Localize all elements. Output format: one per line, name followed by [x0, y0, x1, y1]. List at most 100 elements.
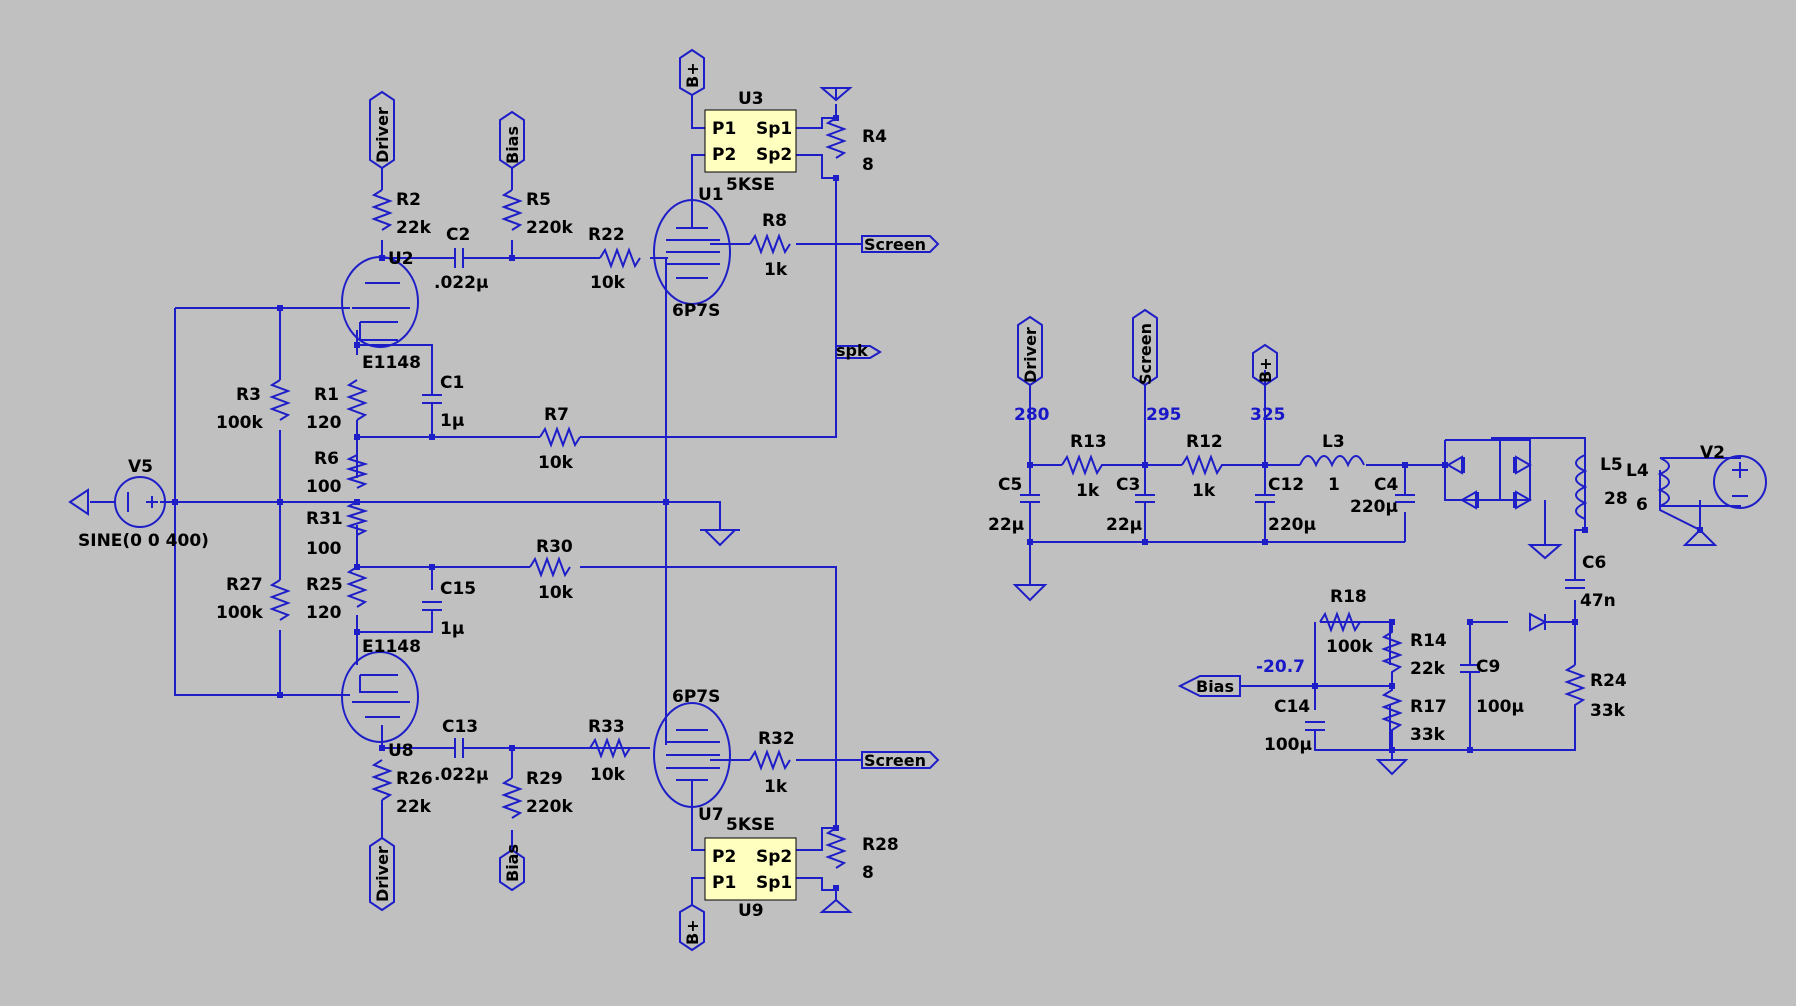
- label-c2: C2: [446, 225, 470, 245]
- label-v5: V5: [128, 457, 153, 477]
- label-r18: R18: [1330, 587, 1367, 607]
- label-bplus: B+: [683, 919, 702, 945]
- label-c1v: 1µ: [440, 411, 464, 431]
- label-c14: C14: [1274, 697, 1310, 717]
- label-r30: R30: [536, 537, 573, 557]
- c12-body: [1255, 465, 1275, 503]
- diode-2: [1513, 455, 1533, 475]
- component-labels-psu: 280 295 325 -20.7 R13 1k R12 1k L3 1 C5 …: [988, 405, 1725, 755]
- label-r30v: 10k: [538, 583, 574, 603]
- resistors-left: [269, 117, 847, 869]
- label-bias: Bias: [503, 844, 522, 882]
- label-c1: C1: [440, 373, 464, 393]
- label-pinp1: P1: [712, 119, 736, 139]
- tube-u1: [653, 199, 731, 305]
- r26-body: [371, 759, 393, 801]
- r8-body: [749, 233, 791, 255]
- label-u8: U8: [388, 741, 414, 761]
- label-r32: R32: [758, 729, 795, 749]
- capacitors-left: [422, 248, 478, 758]
- label-screen: Screen: [1136, 323, 1155, 385]
- label-r2v: 22k: [396, 218, 432, 238]
- label-r1: R1: [314, 385, 339, 405]
- label-c9v: 100µ: [1476, 697, 1524, 717]
- label-r1v: 120: [306, 413, 342, 433]
- diode-3: [1459, 490, 1479, 510]
- label-c12: C12: [1268, 475, 1304, 495]
- r2-body: [371, 189, 393, 231]
- label-pinsp2: Sp2: [756, 847, 792, 867]
- r6-body: [345, 454, 369, 489]
- flag-spk: spk: [835, 341, 882, 360]
- label-r26: R26: [396, 769, 433, 789]
- r27-body: [269, 579, 291, 621]
- label-c5v: 22µ: [988, 515, 1024, 535]
- label-c12v: 220µ: [1268, 515, 1316, 535]
- c13-body: [440, 738, 478, 758]
- diode-5: [1529, 612, 1548, 632]
- flag-screen-psu: Screen: [1132, 308, 1158, 387]
- label-r31: R31: [306, 509, 343, 529]
- label-r27: R27: [226, 575, 263, 595]
- label-pinp2: P2: [712, 847, 736, 867]
- r13-body: [1061, 454, 1112, 476]
- label-r5: R5: [526, 190, 551, 210]
- label-r22v: 10k: [590, 273, 626, 293]
- label-r25: R25: [306, 575, 343, 595]
- junctions-psu: [1027, 462, 1703, 753]
- label-c4: C4: [1374, 475, 1398, 495]
- label-u7: U7: [698, 805, 724, 825]
- label-r28: R28: [862, 835, 899, 855]
- label-c6: C6: [1582, 553, 1606, 573]
- label-pinsp1: Sp1: [756, 873, 792, 893]
- label-screen: Screen: [864, 235, 926, 254]
- c9-body: [1460, 622, 1480, 750]
- l3-body: [1299, 455, 1365, 468]
- flag-driver-top: Driver: [369, 90, 395, 170]
- flag-bplus-top: B+: [679, 48, 705, 97]
- label-bias: -20.7: [1256, 657, 1305, 677]
- r29-body: [501, 777, 523, 819]
- label-u5t: 6P7S: [672, 687, 720, 707]
- label-r8: R8: [762, 211, 787, 231]
- r32-body: [749, 749, 791, 771]
- label-r14v: 22k: [1410, 659, 1446, 679]
- c1-body: [422, 394, 442, 404]
- transformer-u9: P2 P1 Sp2 Sp1: [704, 837, 797, 901]
- label-driver: Driver: [373, 846, 392, 902]
- label-bias: Bias: [503, 126, 522, 164]
- label-c13v: .022µ: [434, 765, 488, 785]
- label-c15v: 1µ: [440, 619, 464, 639]
- component-labels-left: R2 22k C2 .022µ R5 220k R22 10k U1 6P7S …: [78, 89, 899, 921]
- label-r12: R12: [1186, 432, 1223, 452]
- label-r22: R22: [588, 225, 625, 245]
- r28-body: [825, 827, 847, 869]
- label-l3v: 1: [1328, 475, 1340, 495]
- transformer-u3: P1 P2 Sp1 Sp2: [704, 109, 797, 173]
- wires-left-amp: [90, 95, 862, 905]
- label-v2: V2: [1700, 443, 1725, 463]
- r4-body: [825, 117, 847, 159]
- c14-body: [1305, 721, 1325, 731]
- r25-body: [346, 566, 368, 608]
- label-u9t: 5KSE: [726, 815, 775, 835]
- flag-bplus-bottom: B+: [679, 903, 705, 952]
- label-r13v: 1k: [1076, 481, 1100, 501]
- label-c3v: 22µ: [1106, 515, 1142, 535]
- label-bplus: B+: [1256, 357, 1275, 383]
- label-r5v: 220k: [526, 218, 573, 238]
- label-pinsp1: Sp1: [756, 119, 792, 139]
- label-u3: U3: [738, 89, 764, 109]
- label-l4: L4: [1626, 461, 1649, 481]
- label-l5: L5: [1600, 455, 1623, 475]
- label-r17v: 33k: [1410, 725, 1446, 745]
- r3-body: [269, 379, 291, 421]
- label-c15: C15: [440, 579, 476, 599]
- label-spk: spk: [836, 341, 868, 360]
- label-r24: R24: [1590, 671, 1627, 691]
- label-bplus: B+: [683, 62, 702, 88]
- flag-driver-bottom: Driver: [369, 836, 395, 912]
- ground-symbols-left: [702, 87, 853, 913]
- label-r33: R33: [588, 717, 625, 737]
